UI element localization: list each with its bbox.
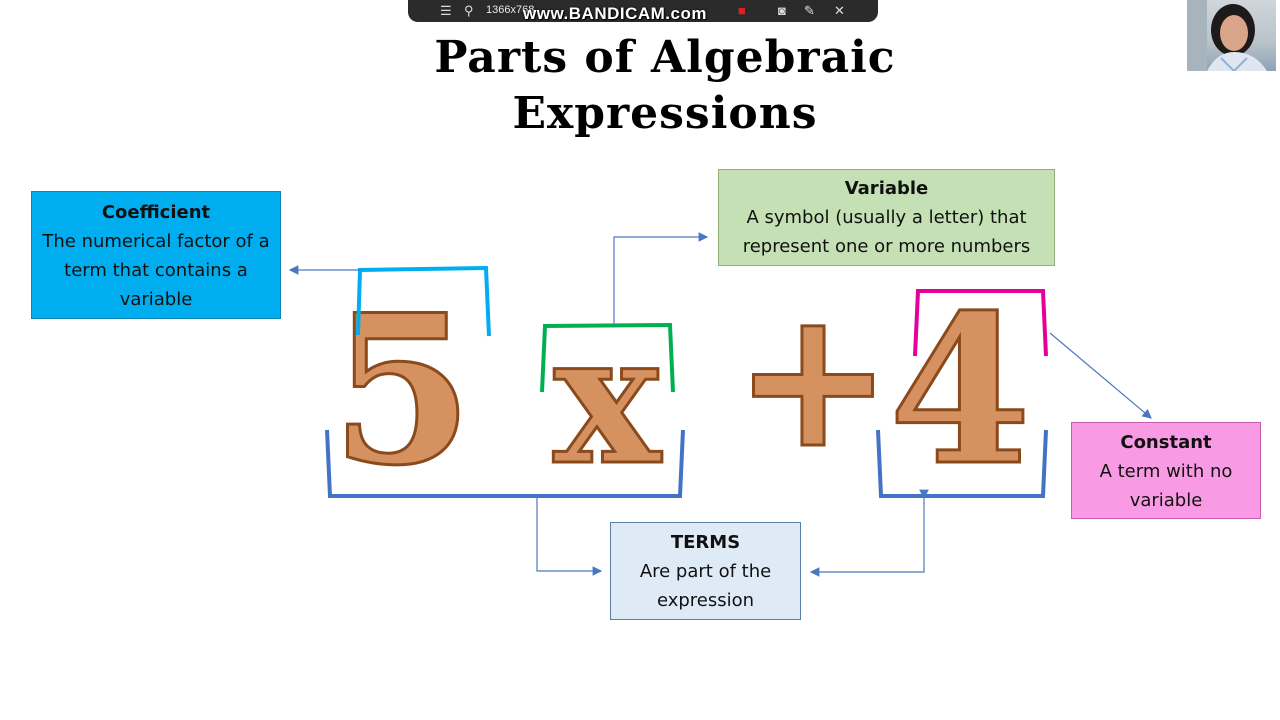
coefficient-heading: Coefficient [101, 202, 211, 223]
constant-bracket [913, 289, 1048, 357]
variable-box: Variable A symbol (usually a letter) tha… [718, 169, 1055, 266]
plus-glyph: + [733, 269, 892, 490]
variable-glyph: x [553, 294, 662, 505]
record-stop-icon[interactable]: ■ [738, 3, 746, 18]
variable-bracket [540, 322, 675, 393]
coefficient-bracket [356, 265, 491, 337]
terms-box: TERMS Are part of the expression [610, 522, 801, 620]
coefficient-glyph: 5 [331, 271, 474, 511]
title-line-2: Expressions [512, 88, 818, 139]
slide-title: Parts of Algebraic Expressions [0, 30, 1280, 142]
pencil-icon[interactable]: ✎ [804, 3, 815, 18]
variable-definition: A symbol (usually a letter) that represe… [742, 207, 1031, 257]
menu-icon[interactable]: ☰ [440, 3, 452, 18]
camera-icon[interactable]: ◙ [778, 3, 786, 18]
title-line-1: Parts of Algebraic [434, 32, 896, 83]
constant-box: Constant A term with no variable [1071, 422, 1261, 519]
close-icon[interactable]: ✕ [834, 3, 845, 18]
term-bracket-4 [876, 429, 1048, 498]
coefficient-definition: The numerical factor of a term that cont… [42, 231, 270, 310]
pin-icon[interactable]: ⚲ [464, 3, 474, 18]
terms-arrow-left [536, 498, 603, 576]
constant-arrow [1049, 332, 1152, 419]
constant-heading: Constant [1120, 432, 1212, 453]
terms-heading: TERMS [670, 532, 741, 553]
constant-definition: A term with no variable [1099, 461, 1233, 511]
variable-heading: Variable [844, 178, 929, 199]
coefficient-box: Coefficient The numerical factor of a te… [31, 191, 281, 319]
terms-arrow-right [809, 489, 929, 577]
recording-toolbar: ☰ ⚲ 1366x768 ■ ◙ ✎ ✕ [408, 0, 878, 22]
recording-resolution: 1366x768 [486, 4, 535, 16]
bandicam-watermark: www.BANDICAM.com [523, 4, 707, 23]
presenter-avatar [1187, 0, 1267, 71]
term-bracket-5x [325, 429, 685, 498]
variable-arrow [613, 232, 709, 325]
constant-glyph: 4 [889, 271, 1032, 511]
terms-definition: Are part of the expression [639, 561, 772, 611]
webcam-overlay [1187, 0, 1276, 71]
